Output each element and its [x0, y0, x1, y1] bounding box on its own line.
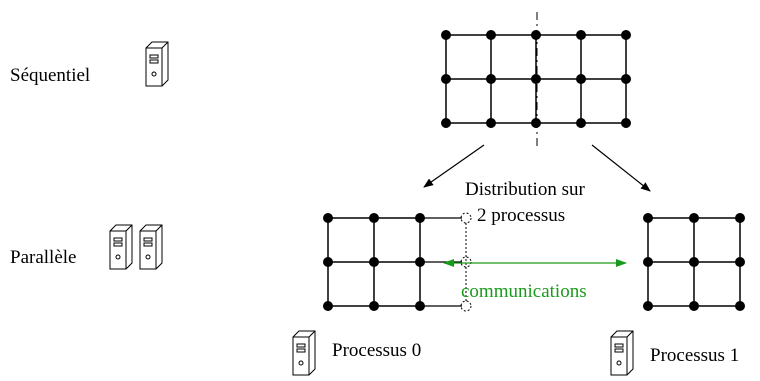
grid-node [441, 74, 451, 84]
ghost-node [460, 300, 472, 312]
computer-tower-icon [145, 41, 169, 87]
computer-tower-icon [292, 330, 316, 376]
distribution-arrow-right [591, 144, 651, 192]
grid-node [689, 301, 699, 311]
full-mesh-grid [441, 30, 631, 128]
distribution-label-line2: 2 processus [477, 205, 565, 226]
grid-node [486, 74, 496, 84]
process0-mesh-grid [323, 212, 472, 312]
ghost-node [460, 212, 472, 224]
grid-node [576, 74, 586, 84]
grid-node [689, 213, 699, 223]
process1-label: Processus 1 [650, 345, 739, 366]
process0-label: Processus 0 [332, 340, 421, 361]
grid-node [621, 74, 631, 84]
grid-node [441, 118, 451, 128]
process1-mesh-grid [643, 213, 745, 311]
grid-node [486, 30, 496, 40]
distribution-label: Distribution sur [465, 179, 585, 200]
grid-node [735, 213, 745, 223]
grid-node [643, 213, 653, 223]
grid-node [323, 301, 333, 311]
grid-node [576, 30, 586, 40]
computer-tower-icon [610, 330, 634, 376]
grid-node [323, 257, 333, 267]
grid-node [735, 257, 745, 267]
grid-node [621, 30, 631, 40]
computer-tower-icon [109, 224, 133, 270]
communications-label: communications [461, 281, 587, 302]
grid-node [643, 257, 653, 267]
grid-node [689, 257, 699, 267]
distribution-arrow-left [423, 144, 485, 188]
ghost-node [460, 256, 472, 268]
parallel-label: Parallèle [10, 247, 76, 268]
grid-node [576, 118, 586, 128]
sequential-label: Séquentiel [10, 65, 90, 86]
grid-node [486, 118, 496, 128]
grid-node [531, 118, 541, 128]
grid-node [369, 213, 379, 223]
grid-node [643, 301, 653, 311]
grid-node [531, 30, 541, 40]
grid-node [531, 74, 541, 84]
grid-node [369, 257, 379, 267]
grid-node [441, 30, 451, 40]
grid-node [735, 301, 745, 311]
grid-node [369, 301, 379, 311]
grid-node [621, 118, 631, 128]
computer-tower-icon [139, 224, 163, 270]
grid-node [323, 213, 333, 223]
